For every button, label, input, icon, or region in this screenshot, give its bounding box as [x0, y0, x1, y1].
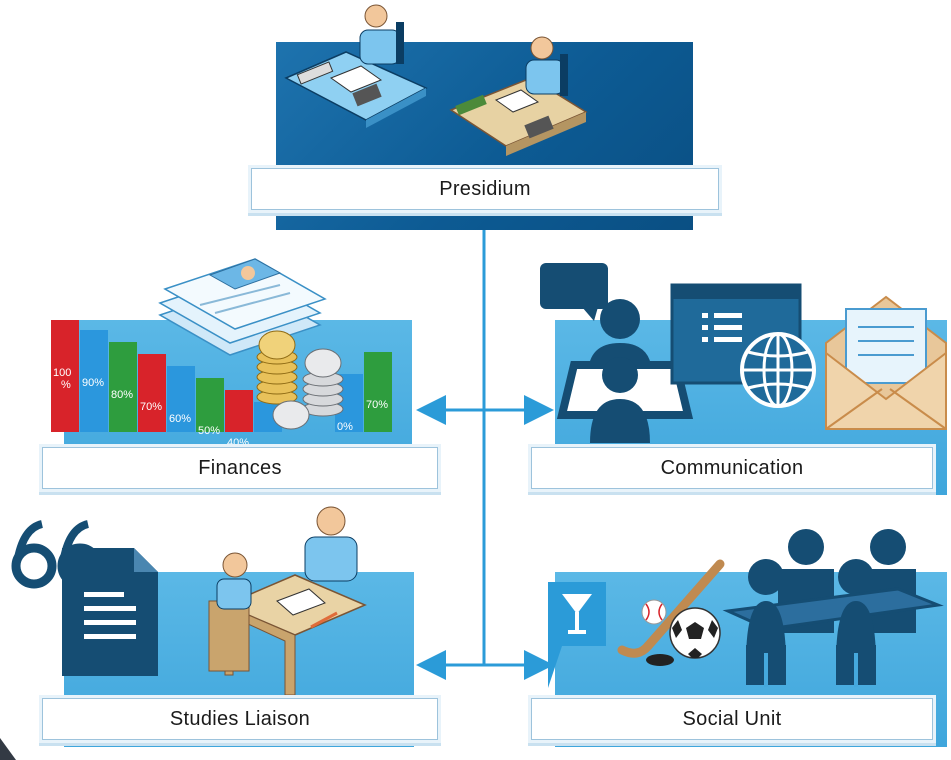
office-workers-icon: [284, 4, 588, 156]
finance-bar-label: 0%: [337, 421, 353, 433]
finance-bar-label: 40%: [227, 437, 249, 449]
group-icon: [722, 529, 944, 687]
presidium-label-text: Presidium: [439, 177, 531, 200]
finance-bar-label: 90%: [82, 377, 104, 389]
chat-bubble-icon: [540, 263, 608, 321]
finance-bar-label: 70%: [140, 401, 162, 413]
finance-bar: [167, 366, 195, 432]
finance-bar: [109, 342, 137, 432]
corner-decoration: [0, 738, 16, 760]
finance-bar: [80, 330, 108, 432]
finance-bar-label: 70%: [366, 399, 388, 411]
hockey-stick-icon: [617, 559, 725, 666]
documents-icon: [158, 258, 327, 356]
finance-bar-label: 50%: [198, 425, 220, 437]
finance-bar: [138, 354, 166, 432]
social-unit-label-text: Social Unit: [682, 707, 782, 730]
desk-workers-icon: [208, 506, 367, 696]
finance-bar-label: 60%: [169, 413, 191, 425]
communication-label-text: Communication: [660, 456, 804, 479]
finance-bar-label: 100%: [53, 367, 71, 391]
social-unit-label[interactable]: Social Unit: [531, 698, 933, 740]
meeting-person-icon: [556, 299, 694, 443]
cocktail-icon: [548, 582, 606, 688]
finance-bar-label: 80%: [111, 389, 133, 401]
presidium-label[interactable]: Presidium: [251, 168, 719, 210]
coins-icon: [256, 330, 344, 430]
baseball-icon: [641, 599, 667, 625]
communication-label[interactable]: Communication: [531, 447, 933, 489]
finance-bar-chart: 100%90%80%70%60%50%40%300%70%: [51, 316, 397, 461]
document-icon: [62, 548, 158, 676]
finance-bar: [196, 378, 224, 432]
globe-icon: [740, 332, 816, 408]
finances-label-text: Finances: [198, 456, 282, 479]
envelope-icon: [825, 295, 947, 430]
finance-bar: [225, 390, 253, 432]
finance-bar: [51, 320, 79, 432]
studies-liaison-label[interactable]: Studies Liaison: [42, 698, 438, 740]
soccer-ball-icon: [669, 607, 721, 659]
finances-label[interactable]: Finances: [42, 447, 438, 489]
studies-liaison-label-text: Studies Liaison: [169, 707, 311, 730]
finance-bar: [364, 352, 392, 432]
